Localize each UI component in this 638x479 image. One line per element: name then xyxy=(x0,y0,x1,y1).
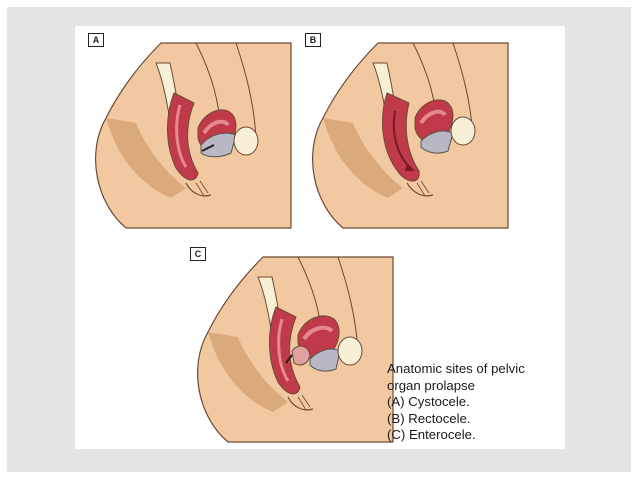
panel-c: C xyxy=(190,247,395,443)
pelvic-anatomy-illustration-b xyxy=(312,42,509,229)
panel-label-c: C xyxy=(190,247,206,261)
panel-a: A xyxy=(88,33,293,229)
caption-line: (B) Rectocele. xyxy=(387,410,471,426)
figure-caption: Anatomic sites of pelvic organ prolapse … xyxy=(387,361,562,444)
pelvic-anatomy-illustration-a xyxy=(95,42,292,229)
panel-b: B xyxy=(305,33,510,229)
caption-line: (A) Cystocele. xyxy=(387,394,470,409)
panel-label-b: B xyxy=(305,33,321,47)
caption-line: organ prolapse xyxy=(387,377,475,393)
caption-line: Anatomic sites of pelvic xyxy=(387,361,525,376)
panel-label-a: A xyxy=(88,33,104,47)
pelvic-anatomy-illustration-c xyxy=(197,256,394,443)
caption-line: (C) Enterocele. xyxy=(387,427,476,442)
